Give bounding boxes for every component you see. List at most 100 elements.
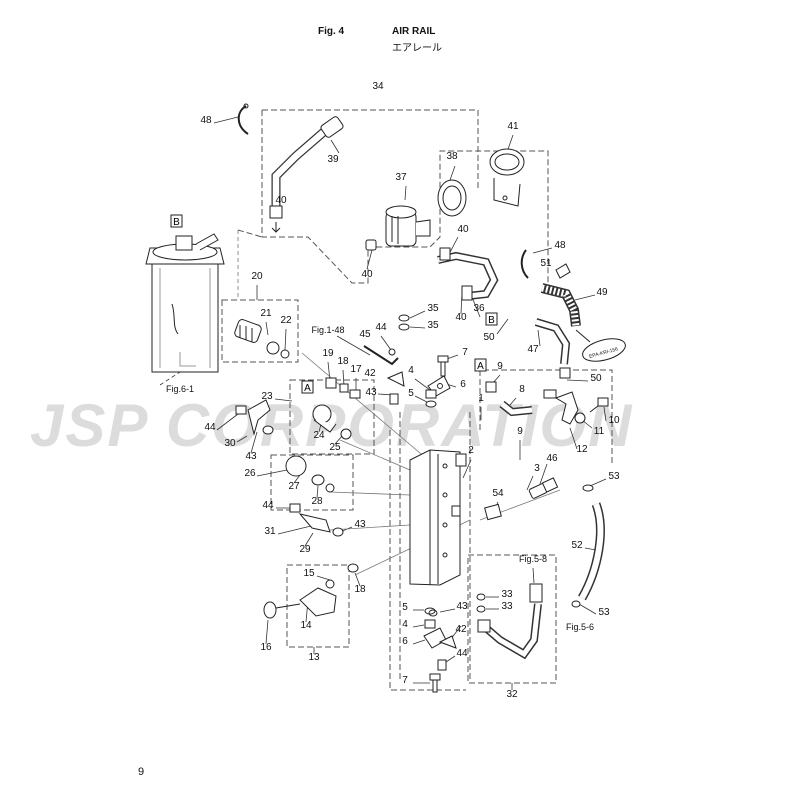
callout-10: 10 — [608, 415, 620, 426]
callout-53: 53 — [608, 471, 620, 482]
callout-24: 24 — [313, 430, 325, 441]
figure-title: AIR RAIL — [392, 26, 436, 37]
part-40-fitting-small — [365, 239, 377, 251]
callout-44: 44 — [204, 422, 216, 433]
callout-46: 46 — [546, 453, 558, 464]
callout-18: 18 — [354, 584, 366, 595]
part-3-46-fittings — [528, 477, 559, 499]
callout-34: 34 — [372, 81, 384, 92]
callout-13: 13 — [308, 652, 320, 663]
part-45-bracket-link — [363, 345, 399, 366]
callout-40: 40 — [457, 224, 469, 235]
callout-50: 50 — [483, 332, 495, 343]
callout-37: 37 — [395, 172, 407, 183]
callout-48: 48 — [554, 240, 566, 251]
ref-box-b: B — [485, 312, 498, 326]
callout-23: 23 — [261, 391, 273, 402]
callout-3: 3 — [534, 463, 540, 474]
part-emission-decal: EPA-KRI-156 — [575, 329, 626, 362]
callout-45: 45 — [359, 329, 371, 340]
part-14-15-16-valve — [263, 579, 337, 619]
callout-4: 4 — [402, 619, 408, 630]
callout-41: 41 — [507, 121, 519, 132]
callout-43: 43 — [245, 451, 257, 462]
figure-number: Fig. 4 — [318, 26, 345, 37]
part-51-wing-nut — [555, 263, 571, 279]
callout-fig-5-6: Fig.5-6 — [566, 622, 594, 632]
callout-47: 47 — [527, 344, 539, 355]
callout-7: 7 — [402, 675, 408, 686]
part-49-hose-braided — [540, 283, 581, 327]
part-30-clamp — [247, 399, 271, 436]
callout-48: 48 — [200, 115, 212, 126]
callout-28: 28 — [311, 496, 323, 507]
callout-22: 22 — [280, 315, 292, 326]
callout-36: 36 — [473, 303, 485, 314]
callout-40: 40 — [361, 269, 373, 280]
part-54-label — [484, 503, 502, 521]
callout-4: 4 — [408, 365, 414, 376]
callout-33: 33 — [501, 601, 513, 612]
callout-43: 43 — [365, 387, 377, 398]
ref-letter: A — [304, 383, 311, 394]
ref-letter: B — [488, 315, 495, 326]
callout-19: 19 — [322, 348, 334, 359]
part-11-washer — [574, 412, 586, 424]
callout-35: 35 — [427, 303, 439, 314]
part-12-bracket-tee — [543, 389, 579, 425]
callout-5: 5 — [408, 388, 414, 399]
box-1-left — [389, 430, 466, 691]
callout-32: 32 — [506, 689, 518, 700]
callout-29: 29 — [299, 544, 311, 555]
callout-5: 5 — [402, 602, 408, 613]
callout-44: 44 — [375, 322, 387, 333]
callout-42: 42 — [455, 624, 467, 635]
callout-35: 35 — [427, 320, 439, 331]
part-52-hose — [578, 502, 605, 601]
part-42-lower-clip — [438, 635, 457, 649]
callout-15: 15 — [303, 568, 315, 579]
part-8-hose-short — [499, 400, 533, 417]
callout-33: 33 — [501, 589, 513, 600]
part-32-hose-assy — [477, 583, 543, 660]
ref-box-a: A — [301, 380, 314, 394]
part-47-tube — [534, 318, 571, 379]
part-42-clip — [386, 371, 405, 387]
part-41-bracket — [489, 148, 525, 207]
callout-17: 17 — [350, 364, 362, 375]
callout-50: 50 — [590, 373, 602, 384]
callout-fig-5-8: Fig.5-8 — [519, 554, 547, 564]
page-number: 9 — [138, 766, 145, 778]
callout-44: 44 — [262, 500, 274, 511]
box-26 — [270, 454, 354, 511]
part-48-clip-right — [520, 249, 529, 279]
callout-7: 7 — [462, 347, 468, 358]
callout-16: 16 — [260, 642, 272, 653]
callout-49: 49 — [596, 287, 608, 298]
callout-44: 44 — [456, 648, 468, 659]
part-37-air-filter — [385, 205, 431, 247]
group-boxes — [221, 109, 613, 691]
part-21-regulator-valve — [234, 319, 262, 343]
figure-subtitle: エアレール — [392, 43, 442, 54]
part-7-bolt-top — [437, 355, 449, 377]
part-10-bolt — [589, 397, 609, 413]
part-26-27-28-regulator — [285, 455, 335, 493]
callout-43: 43 — [456, 601, 468, 612]
callout-21: 21 — [260, 308, 272, 319]
box-1-right — [479, 369, 613, 465]
callout-53: 53 — [598, 607, 610, 618]
part-17-19-fittings — [325, 377, 399, 405]
callout-54: 54 — [492, 488, 504, 499]
callout-51: 51 — [540, 258, 552, 269]
part-9-fitting — [485, 381, 497, 393]
part-36-hose-assy — [437, 247, 499, 301]
callout-14: 14 — [300, 620, 312, 631]
part-31-29-clamp — [298, 513, 331, 533]
ref-letter: B — [173, 217, 180, 228]
part-48-clip-top — [237, 103, 249, 135]
part-39-hose-elbow — [269, 116, 344, 233]
callout-40: 40 — [455, 312, 467, 323]
callout-18: 18 — [337, 356, 349, 367]
